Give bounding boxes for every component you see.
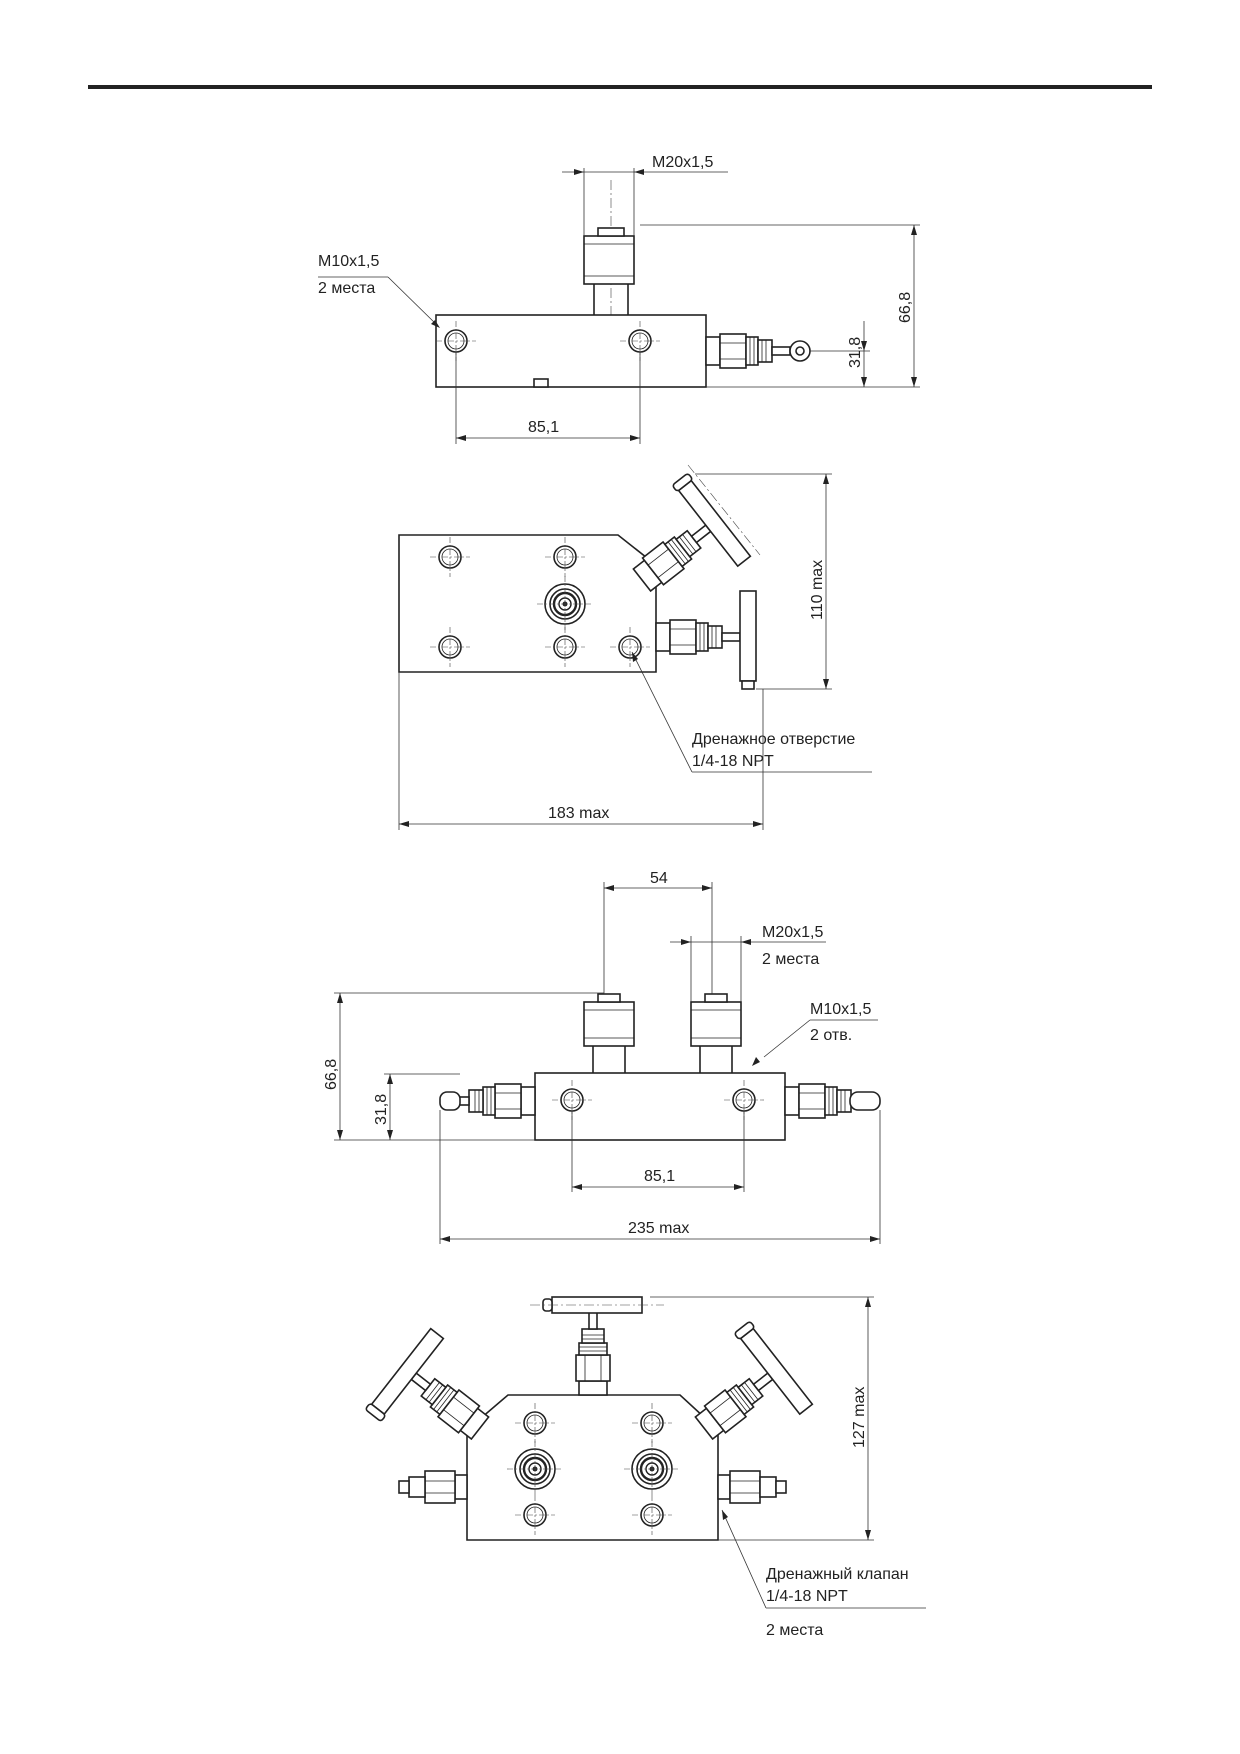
view3-front-twin-manifold: 54 M20x1,5 2 места M10x1,5 2 отв. 66,8 3… [323,870,881,1244]
view3-thread-side-line2: 2 отв. [810,1027,852,1044]
drain-valve-right [717,1470,787,1504]
view4-dim-height: 127 max [851,1387,868,1448]
manifold-body [435,314,707,388]
view4-drain-line2: 1/4-18 NPT [766,1588,848,1605]
side-valve-left [450,1083,536,1119]
drain-valve-left [398,1470,468,1504]
angled-valve-right [692,1321,814,1443]
view2-dim-height: 110 max [809,560,826,620]
view3-dim-axis: 31,8 [373,1094,390,1125]
view4-drain-line1: Дренажный клапан [766,1566,909,1583]
view2-dim-width: 183 max [548,805,609,822]
view3-dim-spacing: 54 [650,870,668,887]
view1-front-manifold: M20x1,5 M10x1,5 2 места 66,8 31,8 85,1 [318,154,920,444]
view3-thread-side-line1: M10x1,5 [810,1001,871,1018]
view1-dim-holes: 85,1 [528,419,559,436]
view1-thread-side-line1: M10x1,5 [318,253,379,270]
view4-drain-line3: 2 места [766,1622,823,1639]
view3-thread-top-line2: 2 места [762,951,819,968]
view4-top-twin-manifold: 127 max Дренажный клапан 1/4-18 NPT 2 ме… [365,1296,926,1639]
side-valve [655,590,757,690]
view1-dim-axis: 31,8 [847,337,864,368]
view1-thread-top: M20x1,5 [652,154,713,171]
top-valve [575,1310,611,1396]
view2-top-manifold: 110 max Дренажное отверстие 1/4-18 NPT 1… [398,464,872,830]
view3-dim-width: 235 max [628,1220,689,1237]
side-valve-right [784,1083,881,1119]
view2-drain-line1: Дренажное отверстие [692,731,855,748]
view3-thread-top-line1: M20x1,5 [762,924,823,941]
view2-drain-line2: 1/4-18 NPT [692,753,774,770]
manifold-plate [398,534,657,673]
view3-dim-height: 66,8 [323,1059,340,1090]
view3-dim-holes: 85,1 [644,1168,675,1185]
view1-dim-height: 66,8 [897,292,914,323]
stem-right [690,993,742,1081]
angled-valve [630,473,752,595]
side-valve [705,333,811,369]
stem-left [583,993,635,1081]
twin-manifold-plate [466,1394,719,1541]
view1-thread-side-line2: 2 места [318,280,375,297]
angled-valve-left [365,1327,492,1443]
bonnet [583,235,635,285]
